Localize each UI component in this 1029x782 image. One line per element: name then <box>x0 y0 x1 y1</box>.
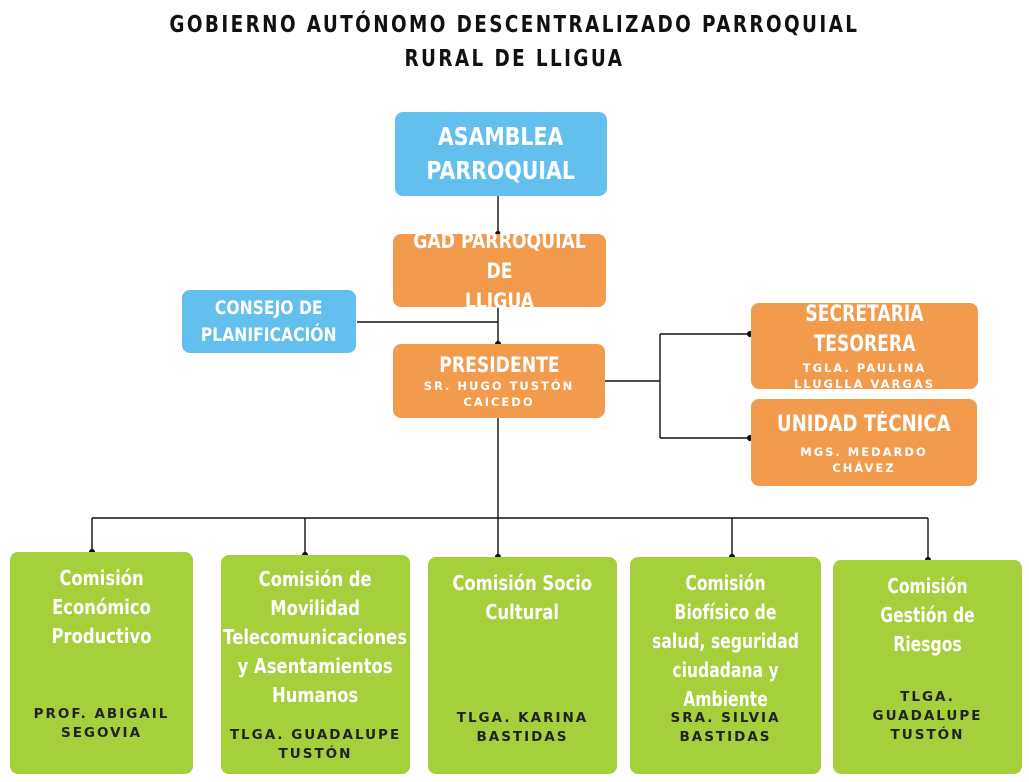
node-comision2-title: Comisión de Movilidad Telecomunicaciones… <box>223 567 408 707</box>
node-comision1-title: Comisión Económico Productivo <box>51 566 152 648</box>
node-unidad-person: MGS. MEDARDO CHÁVEZ <box>800 444 928 475</box>
node-comision-economico-productivo: Comisión Económico Productivo PROF. ABIG… <box>10 552 193 774</box>
node-secretaria-person: TGLA. PAULINA LLUGLLA VARGAS <box>793 361 936 391</box>
chart-title-line2: RURAL DE LLIGUA <box>404 46 625 72</box>
node-comision-gestion-riesgos: Comisión Gestión de Riesgos TLGA. GUADAL… <box>833 560 1022 774</box>
node-asamblea-parroquial: ASAMBLEA PARROQUIAL <box>395 112 607 196</box>
node-presidente-person: SR. HUGO TUSTÓN CAICEDO <box>423 379 575 409</box>
node-unidad-tecnica: UNIDAD TÉCNICA MGS. MEDARDO CHÁVEZ <box>751 399 977 486</box>
node-secretaria-tesorera: SECRETARIA TESORERA TGLA. PAULINA LLUGLL… <box>751 302 978 391</box>
node-comision-socio-cultural: Comisión Socio Cultural TLGA. KARINA BAS… <box>428 557 617 774</box>
node-gad-parroquial: GAD PARROQUIAL DE LLIGUA <box>393 229 606 313</box>
node-comision-biofisico: Comisión Biofísico de salud, seguridad c… <box>630 557 821 774</box>
node-comision3-person: TLGA. KARINA BASTIDAS <box>456 710 589 745</box>
node-presidente: PRESIDENTE SR. HUGO TUSTÓN CAICEDO <box>393 344 605 418</box>
node-unidad-title: UNIDAD TÉCNICA <box>777 411 951 437</box>
node-secretaria-title: SECRETARIA TESORERA <box>805 302 924 357</box>
node-comision2-person: TLGA. GUADALUPE TUSTÓN <box>229 727 402 762</box>
node-comision4-person: SRA. SILVIA BASTIDAS <box>670 710 781 745</box>
node-comision5-person: TLGA. GUADALUPE TUSTÓN <box>872 689 983 743</box>
node-comision-movilidad: Comisión de Movilidad Telecomunicaciones… <box>221 555 410 774</box>
chart-title-line1: GOBIERNO AUTÓNOMO DESCENTRALIZADO PARROQ… <box>169 12 860 38</box>
node-consejo-title: CONSEJO DE PLANIFICACIÓN <box>201 296 337 346</box>
node-comision1-person: PROF. ABIGAIL SEGOVIA <box>33 706 170 741</box>
node-presidente-title: PRESIDENTE <box>438 353 560 377</box>
node-asamblea-title: ASAMBLEA PARROQUIAL <box>426 122 576 185</box>
node-consejo-planificacion: CONSEJO DE PLANIFICACIÓN <box>182 290 356 353</box>
node-comision3-title: Comisión Socio Cultural <box>452 571 593 624</box>
node-comision4-title: Comisión Biofísico de salud, seguridad c… <box>652 571 799 711</box>
node-comision5-title: Comisión Gestión de Riesgos <box>880 574 975 656</box>
node-gad-title: GAD PARROQUIAL DE LLIGUA <box>413 228 586 313</box>
